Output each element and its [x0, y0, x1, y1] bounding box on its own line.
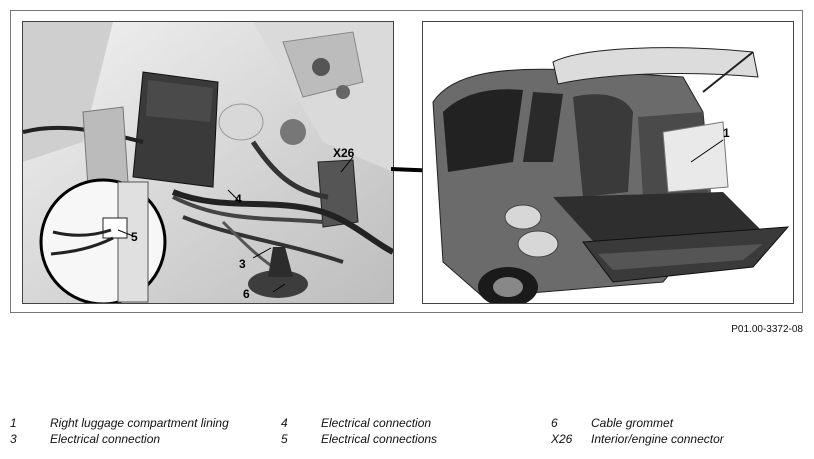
vehicle-rear-photo: 1: [422, 21, 794, 304]
legend-number: 4: [281, 416, 288, 430]
legend-text: Electrical connection: [50, 432, 161, 446]
callout-x26: X26: [333, 146, 355, 160]
legend-number: 3: [10, 432, 17, 446]
legend-text: Electrical connections: [321, 432, 438, 446]
callout-4: 4: [235, 192, 242, 206]
legend-text: Electrical connection: [321, 416, 432, 430]
callout-1: 1: [723, 126, 730, 140]
legend-number: 6: [551, 416, 558, 430]
callout-6: 6: [243, 287, 250, 301]
legend-number: 1: [10, 416, 17, 430]
vehicle-rear-illustration: [423, 22, 793, 303]
wiring-detail-photo: X26 4 5 3 6: [22, 21, 394, 304]
legend-number: 5: [281, 432, 288, 446]
legend-text: Right luggage compartment lining: [50, 416, 229, 430]
figure-reference-code: P01.00-3372-08: [731, 324, 803, 335]
callout-5: 5: [131, 230, 138, 244]
figure-frame: X26 4 5 3 6: [10, 10, 803, 313]
callout-3: 3: [239, 257, 246, 271]
wiring-detail-illustration: [23, 22, 393, 303]
legend-text: Interior/engine connector: [591, 432, 724, 446]
legend-text: Cable grommet: [591, 416, 674, 430]
legend-number: X26: [551, 432, 573, 446]
